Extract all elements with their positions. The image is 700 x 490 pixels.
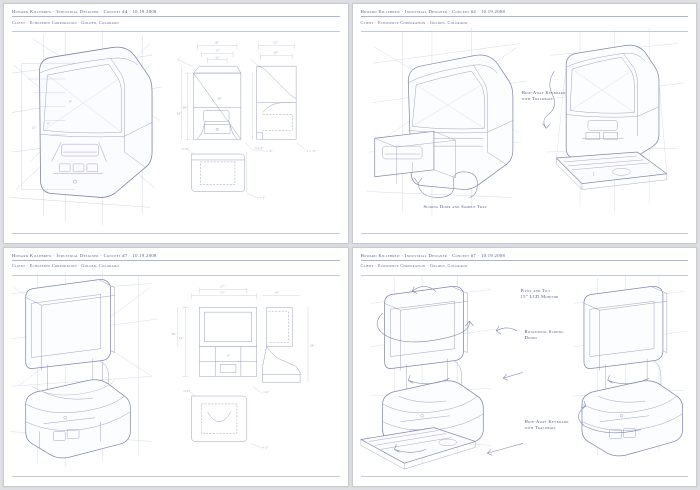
drawing-top-left: 18" 15" 11" 22" 19" 28" 24" 8" 6" 12" 30… <box>9 29 317 226</box>
svg-text:18": 18" <box>214 40 220 44</box>
header-bottom-rule <box>12 274 340 276</box>
svg-text:6": 6" <box>47 121 51 125</box>
header-bottom-rule <box>360 31 688 32</box>
panel-top-right: Howard Killebrew · Industrial Designer ·… <box>351 3 697 244</box>
svg-text:24": 24" <box>310 343 316 347</box>
panel-header: Howard Killebrew · Industrial Designer ·… <box>12 9 340 26</box>
ann-rotational-sliding-doors: Rotational Sliding Doors <box>524 328 564 340</box>
drawing-top-right <box>366 27 685 216</box>
header-title-line: Howard Killebrew · Industrial Designer ·… <box>360 252 506 258</box>
footer-rule <box>12 232 340 234</box>
header-title-line: Howard Killebrew · Industrial Designer ·… <box>12 252 157 258</box>
footer-rule <box>12 476 340 477</box>
header-bottom-rule <box>12 31 340 32</box>
svg-text:r=.5": r=.5" <box>262 445 270 449</box>
svg-text:15": 15" <box>215 48 221 52</box>
svg-text:9": 9" <box>227 353 231 357</box>
svg-text:24": 24" <box>177 112 183 116</box>
header-title-line: Howard Killebrew · Industrial Designer ·… <box>12 9 157 14</box>
panel-header: Howard Killebrew · Industrial Designer ·… <box>360 252 688 270</box>
svg-text:r=1": r=1" <box>264 390 271 394</box>
panel-bottom-right: Howard Killebrew · Industrial Designer ·… <box>351 246 697 487</box>
svg-text:r = .5": r = .5" <box>307 149 317 153</box>
drawing-bottom-left: 15" 17" 12" 20" 14" 24" 9" r=1" r=1" r=.… <box>9 269 316 467</box>
svg-text:8": 8" <box>69 100 73 104</box>
svg-text:15": 15" <box>220 290 226 294</box>
header-title-line: Howard Killebrew · Industrial Designer ·… <box>360 9 506 14</box>
svg-text:12": 12" <box>32 125 38 129</box>
header-divider <box>12 259 340 261</box>
svg-text:30": 30" <box>217 97 223 101</box>
svg-text:19": 19" <box>273 50 279 54</box>
header-divider <box>360 16 688 18</box>
svg-text:r=1.5": r=1.5" <box>255 146 265 150</box>
svg-text:r = .5": r = .5" <box>264 149 274 153</box>
ann-pivot-tilt: Pivot and Tilt 15” LCD Monitor <box>520 287 559 299</box>
header-client-line: Client · Echoserve Corporation · Golden,… <box>360 263 468 269</box>
drawing-bottom-right <box>360 273 689 469</box>
ann-hide-away-keyboard: Hide-Away Keyboard with Trackball <box>521 90 566 102</box>
svg-text:14": 14" <box>274 290 280 294</box>
ann-sliding-door: Sliding Door and Sample Tray <box>423 204 488 209</box>
footer-rule <box>360 232 688 234</box>
footer-rule <box>360 476 688 477</box>
svg-text:r = 1": r = 1" <box>258 195 267 199</box>
svg-text:r=.5": r=.5" <box>182 147 190 151</box>
svg-text:28": 28" <box>183 106 189 110</box>
svg-text:r=1": r=1" <box>184 389 191 393</box>
svg-text:17": 17" <box>220 284 226 288</box>
svg-text:12": 12" <box>179 335 185 339</box>
ann-hide-away-keyboard-2: Hide-Away Keyboard with Trackball <box>524 418 569 430</box>
svg-text:22": 22" <box>273 40 279 44</box>
header-divider <box>12 16 340 18</box>
svg-text:11": 11" <box>215 55 220 59</box>
header-divider <box>360 259 688 261</box>
header-bottom-rule <box>360 274 688 276</box>
svg-text:20": 20" <box>172 331 178 335</box>
panel-bottom-left: Howard Killebrew · Industrial Designer ·… <box>3 246 349 487</box>
header-client-line: Client · Echoserve Corporation · Golden,… <box>12 19 119 25</box>
header-client-line: Client · Echoserve Corporation · Golden,… <box>360 19 468 25</box>
panel-header: Howard Killebrew · Industrial Designer ·… <box>360 9 688 26</box>
panel-header: Howard Killebrew · Industrial Designer ·… <box>12 253 340 270</box>
panel-top-left: Howard Killebrew · Industrial Designer ·… <box>3 3 349 244</box>
header-client-line: Client · Echoserve Corporation · Golden,… <box>12 263 119 269</box>
